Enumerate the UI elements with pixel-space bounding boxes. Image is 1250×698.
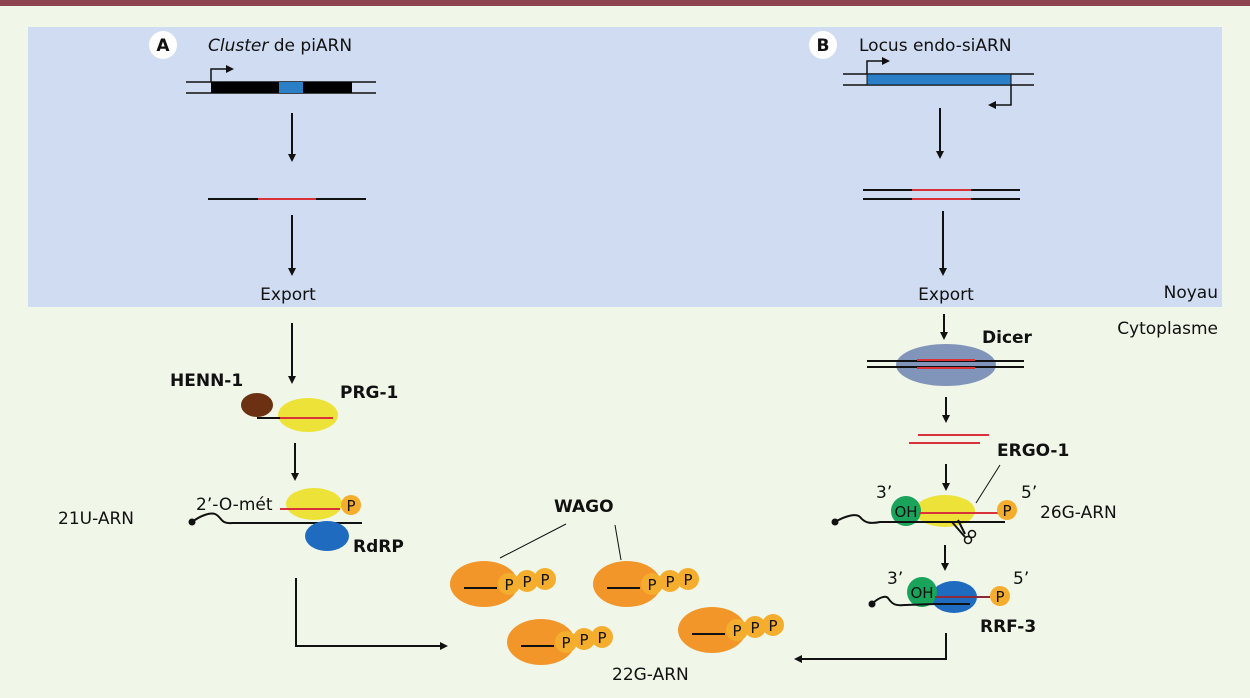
phosphate-label: P	[540, 571, 549, 589]
phosphate-label: P	[732, 622, 741, 640]
prg1-protein	[278, 398, 338, 432]
phosphate-label: P	[504, 576, 513, 594]
export-label-a: Export	[260, 285, 316, 305]
phosphate-icon	[726, 619, 748, 641]
phosphate-icon	[641, 573, 663, 595]
prg1-protein	[286, 488, 342, 520]
scissors-icon	[951, 519, 977, 545]
phosphate-label: P	[1002, 502, 1011, 520]
phosphate-label: P	[768, 617, 777, 635]
henn1-protein	[241, 393, 273, 417]
phosphate-icon	[498, 573, 520, 595]
endo-sirna-locus	[843, 57, 1034, 109]
five-prime-label: 5’	[1021, 483, 1037, 503]
phosphate-label: P	[665, 573, 674, 591]
phosphate-icon	[659, 570, 681, 592]
pirna-cluster-gene	[186, 65, 376, 94]
phosphate-icon	[744, 616, 766, 638]
rdrp-label: RdRP	[353, 537, 404, 557]
panel-b-title: Locus endo-siARN	[859, 36, 1012, 56]
wago-protein	[678, 607, 746, 653]
panel-a-title: Cluster de piARN	[208, 36, 352, 56]
ergo1-protein	[915, 495, 975, 527]
wago-label: WAGO	[554, 497, 614, 517]
export-label-b: Export	[918, 285, 974, 305]
phosphate-icon	[534, 568, 556, 590]
henn1-label: HENN-1	[170, 371, 243, 391]
five-prime-label: 5’	[1013, 569, 1029, 589]
phosphate-label: P	[522, 573, 531, 591]
ergo1-label: ERGO-1	[997, 441, 1069, 461]
phosphate-icon	[591, 626, 613, 648]
phosphate-icon	[555, 631, 577, 653]
dsrna-precursor	[863, 189, 1020, 200]
phosphate-icon	[997, 500, 1017, 520]
26g-rna-label: 26G-ARN	[1040, 503, 1117, 523]
rrf3-label: RRF-3	[980, 617, 1036, 637]
wago-cluster: WAGO 22G-ARN	[499, 497, 689, 685]
panel-b-badge	[809, 31, 837, 59]
panel-a-badge-label: A	[156, 36, 170, 56]
phosphate-label: P	[346, 497, 355, 515]
phosphate-icon	[990, 586, 1010, 606]
promoter-arrow-icon	[210, 65, 234, 82]
reverse-promoter-arrow-icon	[988, 85, 1012, 109]
dicer-protein	[896, 344, 996, 386]
phosphate-label: P	[597, 629, 606, 647]
target-mrna	[834, 514, 1005, 524]
phosphate-icon	[677, 568, 699, 590]
oh-group-icon	[891, 496, 921, 526]
wago-protein	[507, 619, 575, 665]
cytoplasm-label: Cytoplasme	[1117, 319, 1218, 339]
promoter-arrow-icon	[866, 57, 890, 74]
sirna-duplex	[909, 434, 989, 444]
panel-a: A Cluster de piARN Export HENN-1 PRG-1 2…	[58, 31, 448, 650]
phosphate-label: P	[647, 576, 656, 594]
rdrp-protein	[305, 521, 349, 551]
21u-rna-label: 21U-ARN	[58, 509, 134, 529]
phosphate-icon	[573, 628, 595, 650]
prg1-label: PRG-1	[340, 383, 398, 403]
three-prime-label: 3’	[887, 569, 903, 589]
oh-label: OH	[910, 584, 933, 602]
target-mrna	[191, 512, 362, 525]
phosphate-label: P	[995, 588, 1004, 606]
wago-protein	[593, 561, 661, 607]
phosphate-label: P	[683, 571, 692, 589]
phosphate-icon	[341, 495, 361, 515]
phosphate-label: P	[579, 631, 588, 649]
phosphate-label: P	[750, 619, 759, 637]
phosphate-label: P	[561, 634, 570, 652]
arrow-to-wago-icon	[295, 578, 448, 650]
22g-rna-label: 22G-ARN	[612, 665, 689, 685]
header-bar	[0, 0, 1250, 6]
target-mrna	[871, 595, 936, 607]
oh-group-icon	[907, 577, 937, 607]
wago-protein	[450, 561, 518, 607]
dsrna-in-dicer	[867, 359, 1024, 369]
2-o-methyl-label: 2’-O-mét	[196, 495, 273, 515]
panel-a-badge	[149, 31, 177, 59]
arrow-to-wago-icon	[794, 633, 947, 663]
oh-label: OH	[894, 503, 917, 521]
nucleus-label: Noyau	[1164, 283, 1218, 303]
phosphate-icon	[516, 570, 538, 592]
dicer-label: Dicer	[982, 328, 1033, 348]
three-prime-label: 3’	[876, 483, 892, 503]
panel-b: B Locus endo-siARN Export Noyau Cytoplas…	[794, 31, 1218, 663]
phosphate-icon	[762, 614, 784, 636]
panel-b-badge-label: B	[817, 36, 830, 56]
